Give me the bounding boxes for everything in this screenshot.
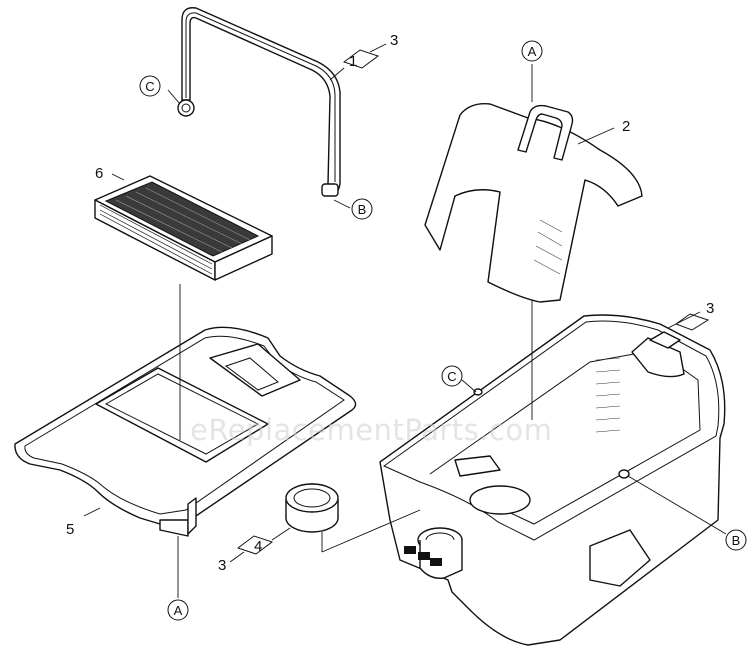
callout-5: 5 <box>66 521 74 538</box>
ref-c-tank: C <box>441 365 463 387</box>
leader-lines <box>83 64 727 598</box>
callout-3-right-tag: 3 <box>674 300 714 331</box>
ref-b-tank: B <box>725 529 747 551</box>
svg-text:B: B <box>358 202 367 217</box>
lid-part <box>14 326 357 537</box>
callout-3-bottom: 3 <box>218 557 226 574</box>
ref-c-handle: C <box>139 75 161 97</box>
callout-3-right: 3 <box>706 300 714 317</box>
svg-text:A: A <box>174 603 183 618</box>
ref-b-handle: B <box>351 198 373 220</box>
filter-part <box>94 175 273 281</box>
callout-2: 2 <box>622 118 630 135</box>
callout-3-top: 3 <box>390 32 398 49</box>
callout-6: 6 <box>95 165 103 182</box>
tank-part <box>379 314 726 646</box>
ref-a-bottom: A <box>167 599 189 621</box>
ref-a-top: A <box>521 40 543 62</box>
watermark-text: eReplacementParts.com <box>190 413 552 447</box>
callout-1-tag: 1 <box>342 49 380 70</box>
callout-4-tag: 4 <box>236 535 274 555</box>
deflector-part <box>424 103 643 303</box>
svg-text:B: B <box>732 533 741 548</box>
handle-part <box>177 7 341 197</box>
callout-1: 1 <box>349 53 357 70</box>
ring-part <box>285 483 339 533</box>
svg-text:C: C <box>447 369 456 384</box>
svg-text:C: C <box>145 79 154 94</box>
svg-text:A: A <box>528 44 537 59</box>
callout-4: 4 <box>254 538 262 555</box>
